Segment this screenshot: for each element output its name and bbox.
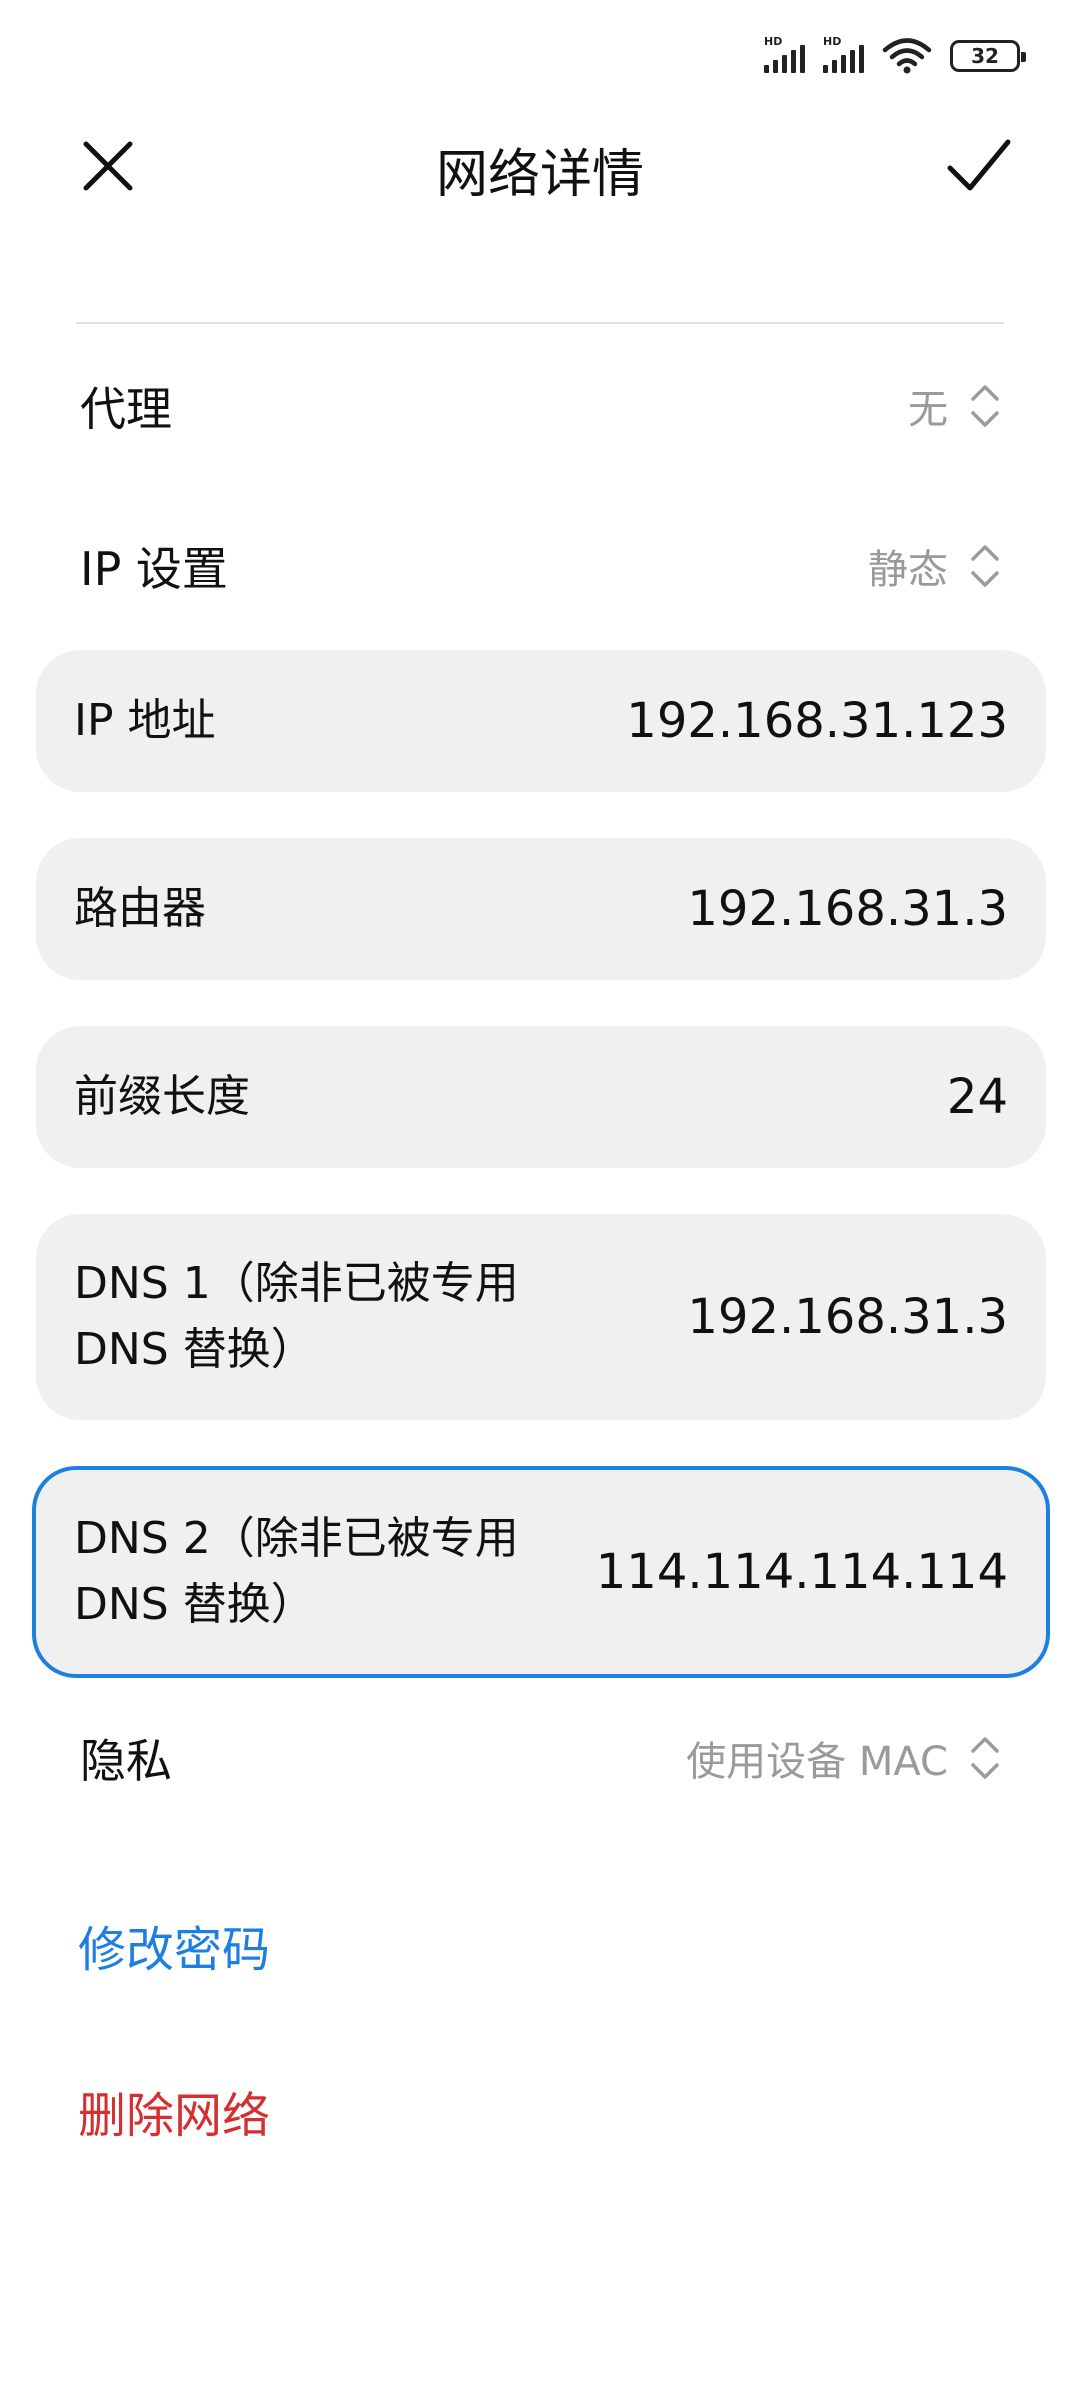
wifi-icon bbox=[882, 38, 932, 74]
dns2-label-line1: DNS 2（除非已被专用 bbox=[74, 1513, 519, 1564]
change-password-link[interactable]: 修改密码 bbox=[78, 1922, 271, 1978]
prefix-length-field[interactable]: 前缀长度 24 bbox=[36, 1026, 1046, 1168]
ip-address-field[interactable]: IP 地址 192.168.31.123 bbox=[36, 650, 1046, 792]
header-divider bbox=[76, 322, 1004, 324]
dns1-label-line1: DNS 1（除非已被专用 bbox=[74, 1258, 519, 1309]
dns2-field[interactable]: DNS 2（除非已被专用 DNS 替换） 114.114.114.114 bbox=[32, 1466, 1050, 1678]
privacy-value: 使用设备 MAC bbox=[686, 1739, 948, 1785]
hd-label: HD bbox=[823, 35, 842, 48]
signal-strength-icon-sim1: HD bbox=[764, 35, 805, 73]
chevron-up-down-icon bbox=[971, 545, 999, 587]
chevron-up-down-icon bbox=[971, 1737, 999, 1779]
dns1-label-line2: DNS 替换） bbox=[74, 1324, 315, 1375]
ip-settings-row[interactable]: IP 设置 静态 bbox=[80, 516, 1000, 616]
proxy-label: 代理 bbox=[80, 382, 172, 436]
dns1-label: DNS 1（除非已被专用 DNS 替换） bbox=[74, 1251, 519, 1383]
chevron-up-down-icon bbox=[971, 385, 999, 427]
status-bar: HD HD 32 bbox=[764, 35, 1026, 76]
prefix-length-label: 前缀长度 bbox=[74, 1071, 250, 1122]
dns2-label: DNS 2（除非已被专用 DNS 替换） bbox=[74, 1506, 519, 1638]
close-icon[interactable] bbox=[76, 134, 140, 198]
router-label: 路由器 bbox=[74, 883, 206, 934]
page-title: 网络详情 bbox=[435, 145, 644, 205]
privacy-label: 隐私 bbox=[80, 1734, 172, 1788]
proxy-setting-row[interactable]: 代理 无 bbox=[80, 356, 1000, 456]
prefix-length-value[interactable]: 24 bbox=[946, 1069, 1008, 1125]
dns1-field[interactable]: DNS 1（除非已被专用 DNS 替换） 192.168.31.3 bbox=[36, 1214, 1046, 1420]
ip-settings-label: IP 设置 bbox=[80, 542, 228, 596]
hd-label: HD bbox=[764, 35, 783, 48]
battery-level: 32 bbox=[971, 44, 999, 68]
delete-network-link[interactable]: 删除网络 bbox=[78, 2088, 271, 2144]
dns1-value[interactable]: 192.168.31.3 bbox=[687, 1289, 1008, 1345]
battery-icon: 32 bbox=[950, 40, 1026, 72]
router-field[interactable]: 路由器 192.168.31.3 bbox=[36, 838, 1046, 980]
proxy-value: 无 bbox=[908, 387, 948, 433]
dns2-label-line2: DNS 替换） bbox=[74, 1579, 315, 1630]
ip-address-value[interactable]: 192.168.31.123 bbox=[626, 693, 1008, 749]
ip-settings-value: 静态 bbox=[868, 547, 948, 593]
top-app-bar: 网络详情 bbox=[0, 110, 1080, 220]
check-icon[interactable] bbox=[944, 130, 1014, 200]
ip-address-label: IP 地址 bbox=[74, 695, 216, 746]
privacy-setting-row[interactable]: 隐私 使用设备 MAC bbox=[80, 1708, 1000, 1808]
router-value[interactable]: 192.168.31.3 bbox=[687, 881, 1008, 937]
dns2-value[interactable]: 114.114.114.114 bbox=[595, 1544, 1008, 1600]
signal-strength-icon-sim2: HD bbox=[823, 35, 864, 73]
